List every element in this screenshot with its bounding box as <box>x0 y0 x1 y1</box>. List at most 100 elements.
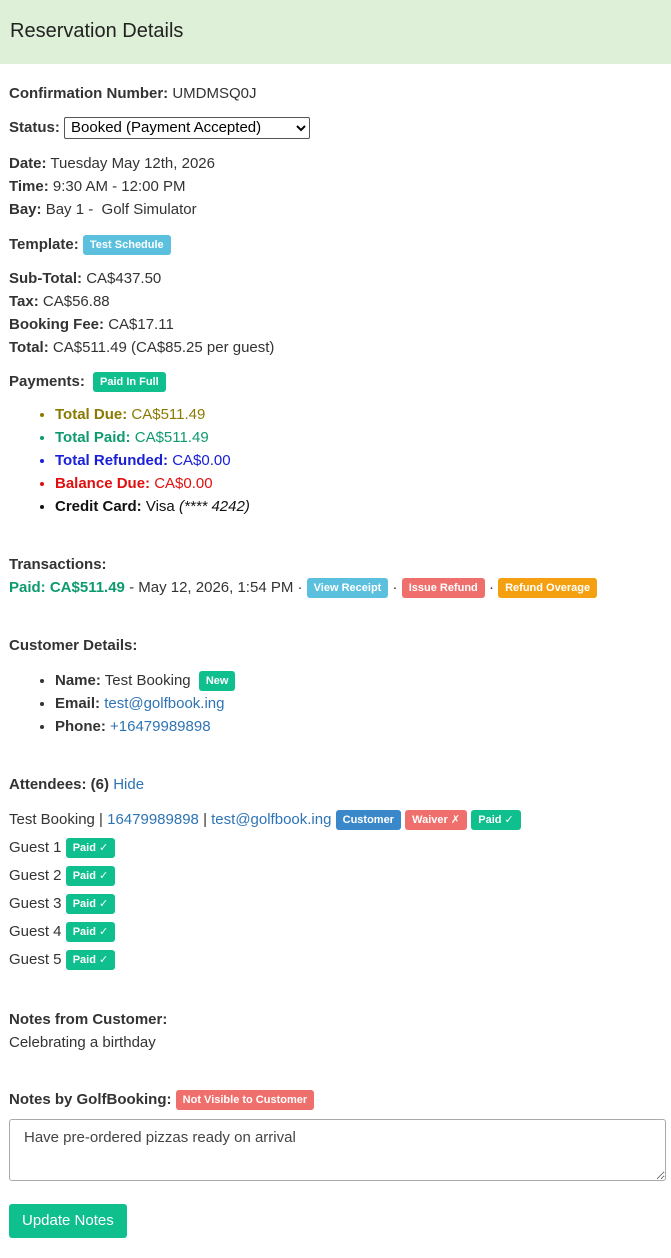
attendee-row: Guest 2 Paid ✓ <box>9 864 662 892</box>
guest-name: Guest 4 <box>9 923 62 940</box>
customer-phone-link[interactable]: +16479989898 <box>110 718 211 735</box>
template-row: Template: Test Schedule <box>9 233 662 256</box>
tax-value: CA$56.88 <box>42 293 110 310</box>
balance-due-item: Balance Due: CA$0.00 <box>55 472 662 495</box>
page-header: Reservation Details <box>0 0 671 64</box>
credit-card-label: Credit Card: <box>55 498 142 515</box>
bay-label: Bay: <box>9 201 42 218</box>
guest-name: Guest 2 <box>9 867 62 884</box>
attendee-row: Test Booking | 16479989898 | test@golfbo… <box>9 808 662 836</box>
confirmation-number: UMDMSQ0J <box>172 85 257 102</box>
attendee-row: Guest 3 Paid ✓ <box>9 892 662 920</box>
guest-paid-badge: Paid ✓ <box>65 894 116 914</box>
customer-email-label: Email: <box>55 695 101 712</box>
total-label: Total: <box>9 339 49 356</box>
guest-paid-badge: Paid ✓ <box>65 922 116 942</box>
guest-paid-badge: Paid ✓ <box>65 838 116 858</box>
credit-card-item: Credit Card: Visa (**** 4242) <box>55 495 662 518</box>
guest-paid-badge: Paid ✓ <box>65 866 116 886</box>
status-label: Status: <box>9 119 60 136</box>
waiver-badge: Waiver ✗ <box>405 810 468 830</box>
date-label: Date: <box>9 155 47 172</box>
balance-due-value: CA$0.00 <box>154 475 213 492</box>
guest-name: Guest 3 <box>9 895 62 912</box>
attendees-label: Attendees: (6) <box>9 776 110 793</box>
time-label: Time: <box>9 178 49 195</box>
total-paid-value: CA$511.49 <box>134 429 209 446</box>
confirmation-label: Confirmation Number: <box>9 85 169 102</box>
transactions-label: Transactions: <box>9 556 107 573</box>
customer-notes-text-row: Celebrating a birthday <box>9 1031 662 1054</box>
view-receipt-button[interactable]: View Receipt <box>306 578 389 598</box>
total-refunded-label: Total Refunded: <box>55 452 169 469</box>
customer-notes-text: Celebrating a birthday <box>9 1034 156 1051</box>
customer-details-label: Customer Details: <box>9 637 138 654</box>
total-due-label: Total Due: <box>55 406 128 423</box>
paid-in-full-badge: Paid In Full <box>93 372 166 392</box>
hide-attendees-link[interactable]: Hide <box>113 776 145 793</box>
time-value: 9:30 AM - 12:00 PM <box>52 178 186 195</box>
internal-notes-label: Notes by GolfBooking: <box>9 1091 172 1108</box>
issue-refund-button[interactable]: Issue Refund <box>401 578 485 598</box>
template-label: Template: <box>9 236 79 253</box>
total-refunded-item: Total Refunded: CA$0.00 <box>55 449 662 472</box>
booking-fee-label: Booking Fee: <box>9 316 105 333</box>
credit-card-brand: Visa <box>145 498 175 515</box>
internal-notes-label-row: Notes by GolfBooking: Not Visible to Cus… <box>9 1088 662 1111</box>
customer-notes-label: Notes from Customer: <box>9 1011 168 1028</box>
status-select[interactable]: Booked (Payment Accepted) <box>64 116 311 139</box>
payments-label: Payments: <box>9 373 85 390</box>
transaction-row: Paid: CA$511.49 - May 12, 2026, 1:54 PM … <box>9 576 662 599</box>
bay-value: Bay 1 - Golf Simulator <box>45 201 197 218</box>
payments-list: Total Due: CA$511.49 Total Paid: CA$511.… <box>9 403 662 518</box>
bay-row: Bay: Bay 1 - Golf Simulator <box>9 198 662 221</box>
new-customer-badge: New <box>198 671 236 691</box>
customer-name-item: Name: Test Booking New <box>55 669 662 692</box>
total-refunded-value: CA$0.00 <box>172 452 231 469</box>
customer-details-list: Name: Test Booking New Email: test@golfb… <box>9 669 662 738</box>
customer-phone-item: Phone: +16479989898 <box>55 715 662 738</box>
credit-card-number: (**** 4242) <box>178 498 250 515</box>
customer-email-link[interactable]: test@golfbook.ing <box>104 695 225 712</box>
total-row: Total: CA$511.49 (CA$85.25 per guest) <box>9 336 662 359</box>
transactions-label-row: Transactions: <box>9 553 662 576</box>
date-row: Date: Tuesday May 12th, 2026 <box>9 152 662 175</box>
total-paid-item: Total Paid: CA$511.49 <box>55 426 662 449</box>
date-value: Tuesday May 12th, 2026 <box>50 155 215 172</box>
update-notes-button[interactable]: Update Notes <box>9 1204 127 1238</box>
attendee-row: Guest 4 Paid ✓ <box>9 920 662 948</box>
attendee-name: Test Booking | <box>9 811 103 828</box>
refund-overage-button[interactable]: Refund Overage <box>498 578 598 598</box>
transaction-separator: · <box>392 579 398 596</box>
attendee-paid-badge: Paid ✓ <box>471 810 521 830</box>
customer-badge: Customer <box>335 810 401 830</box>
customer-phone-label: Phone: <box>55 718 106 735</box>
reservation-content: Confirmation Number: UMDMSQ0J Status: Bo… <box>0 64 671 1238</box>
subtotal-value: CA$437.50 <box>86 270 162 287</box>
attendees-label-row: Attendees: (6) Hide <box>9 773 662 796</box>
attendee-email-link[interactable]: test@golfbook.ing <box>211 811 332 828</box>
attendee-row: Guest 5 Paid ✓ <box>9 948 662 976</box>
attendee-phone-link[interactable]: 16479989898 <box>107 811 199 828</box>
customer-name-label: Name: <box>55 672 101 689</box>
subtotal-label: Sub-Total: <box>9 270 83 287</box>
customer-notes-label-row: Notes from Customer: <box>9 1008 662 1031</box>
total-paid-label: Total Paid: <box>55 429 131 446</box>
attendee-row: Guest 1 Paid ✓ <box>9 836 662 864</box>
page-title: Reservation Details <box>10 20 184 42</box>
tax-row: Tax: CA$56.88 <box>9 290 662 313</box>
tax-label: Tax: <box>9 293 39 310</box>
guest-name: Guest 1 <box>9 839 62 856</box>
transaction-paid-amount: Paid: CA$511.49 <box>9 579 125 596</box>
total-value: CA$511.49 (CA$85.25 per guest) <box>52 339 275 356</box>
transaction-separator: · <box>488 579 494 596</box>
payments-row: Payments: Paid In Full <box>9 370 662 393</box>
guest-paid-badge: Paid ✓ <box>65 950 116 970</box>
total-due-value: CA$511.49 <box>131 406 206 423</box>
template-badge: Test Schedule <box>82 235 171 255</box>
booking-fee-value: CA$17.11 <box>108 316 174 333</box>
customer-details-label-row: Customer Details: <box>9 634 662 657</box>
internal-notes-textarea[interactable]: Have pre-ordered pizzas ready on arrival <box>9 1119 666 1181</box>
subtotal-row: Sub-Total: CA$437.50 <box>9 267 662 290</box>
not-visible-badge: Not Visible to Customer <box>175 1090 315 1110</box>
